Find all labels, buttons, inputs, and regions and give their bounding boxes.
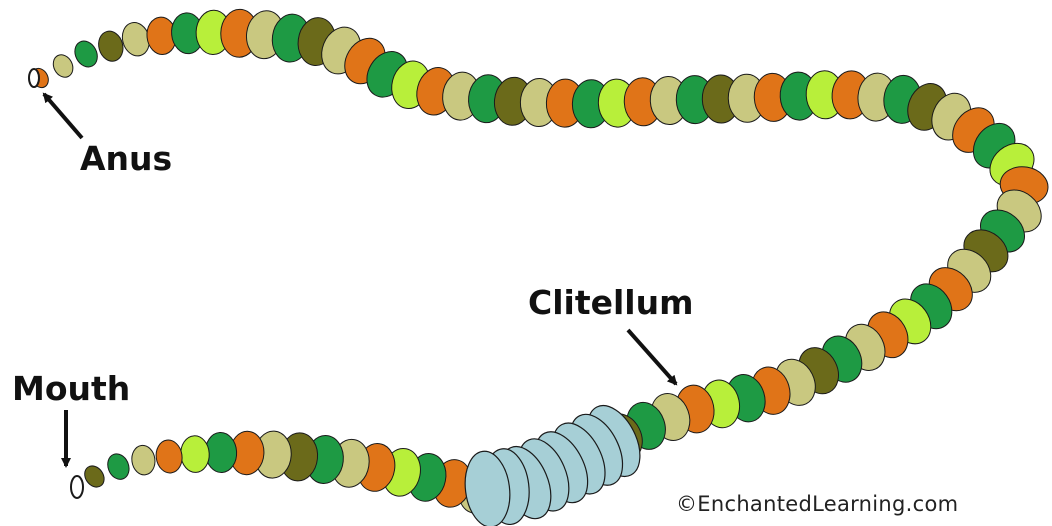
- anus-label: Anus: [80, 142, 172, 175]
- worm-segment: [180, 435, 211, 473]
- anus-opening: [29, 69, 39, 87]
- worm-segment: [71, 37, 102, 71]
- worm-segment: [130, 444, 157, 477]
- mouth-opening: [71, 476, 83, 498]
- worm-segment: [104, 451, 133, 483]
- copyright-credit: ©EnchantedLearning.com: [676, 494, 958, 515]
- worm-segment: [81, 462, 108, 491]
- clitellum-region: [461, 397, 651, 526]
- mouth-label: Mouth: [12, 372, 130, 405]
- worm-segment: [50, 51, 77, 80]
- worm-segment: [154, 438, 184, 474]
- worm-segment: [95, 28, 126, 64]
- clitellum-arrow: [628, 330, 676, 384]
- anus-arrow: [44, 94, 82, 138]
- clitellum-label: Clitellum: [528, 286, 694, 319]
